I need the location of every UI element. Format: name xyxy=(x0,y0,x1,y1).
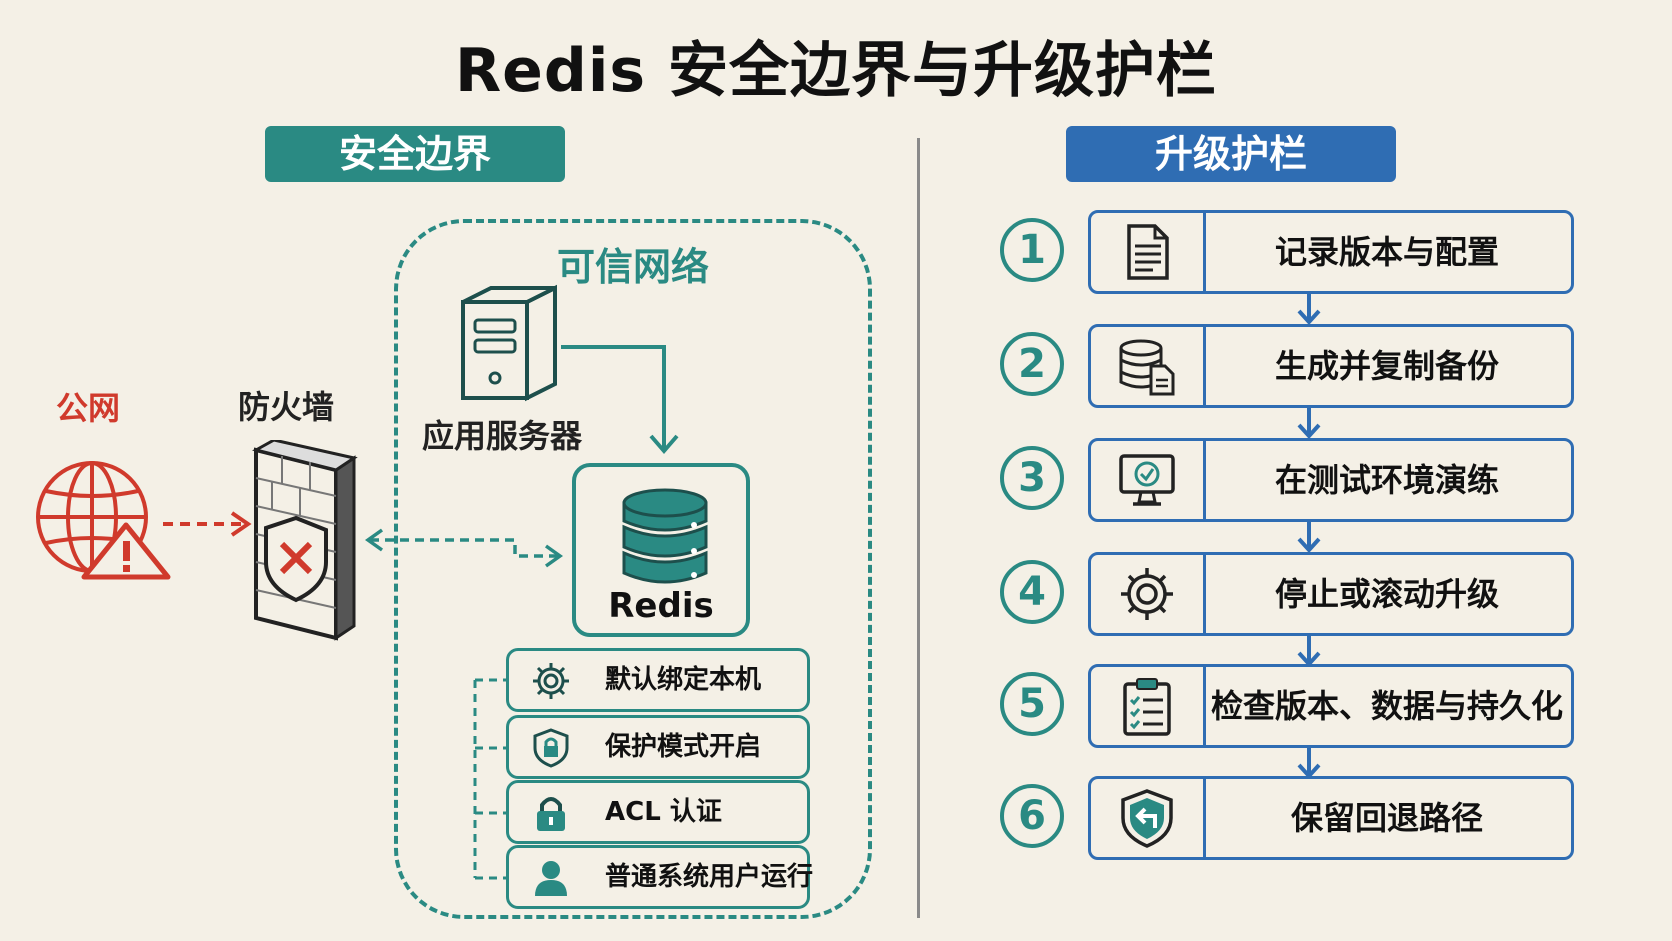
feature-label: 普通系统用户运行 xyxy=(605,862,814,892)
shield-rollback-icon xyxy=(1121,789,1173,848)
app-server-label: 应用服务器 xyxy=(422,417,583,455)
trusted-network-label: 可信网络 xyxy=(556,245,709,289)
step-label: 检查版本、数据与持久化 xyxy=(1210,687,1563,725)
checklist-icon xyxy=(1123,678,1171,736)
page-title: Redis 安全边界与升级护栏 xyxy=(454,36,1217,106)
trusted-network-boundary xyxy=(394,219,872,919)
database-backup-icon xyxy=(1119,339,1175,396)
gear-icon xyxy=(533,663,569,699)
redis-node xyxy=(572,463,750,637)
feature-protected-mode: 保护模式开启 xyxy=(506,715,810,779)
upgrade-guardrail-header: 升级护栏 xyxy=(1066,126,1396,182)
step-rolling-upgrade: 停止或滚动升级 xyxy=(1088,552,1574,636)
step-test-rehearsal: 在测试环境演练 xyxy=(1088,438,1574,522)
feature-bind-localhost: 默认绑定本机 xyxy=(506,648,810,712)
public-internet-label: 公网 xyxy=(56,389,121,427)
firewall-label: 防火墙 xyxy=(238,388,335,426)
feature-acl-auth: ACL 认证 xyxy=(506,780,810,844)
public-to-firewall-arrow xyxy=(163,511,252,537)
step-number: 4 xyxy=(1000,560,1064,624)
firewall-redis-arrow xyxy=(364,528,564,568)
step-number: 2 xyxy=(1000,332,1064,396)
step-number: 6 xyxy=(1000,784,1064,848)
redis-label: Redis xyxy=(608,586,714,626)
feature-normal-user: 普通系统用户运行 xyxy=(506,845,814,909)
globe-warning-icon xyxy=(36,461,171,580)
feature-label: ACL 认证 xyxy=(605,797,722,827)
step-backup: 生成并复制备份 xyxy=(1088,324,1574,408)
app-to-redis-arrow xyxy=(561,345,679,455)
shield-lock-icon xyxy=(533,728,569,768)
firewall-icon xyxy=(252,440,358,641)
gear-icon xyxy=(1121,568,1173,620)
step-label: 生成并复制备份 xyxy=(1274,347,1499,385)
step-record-config: 记录版本与配置 xyxy=(1088,210,1574,294)
section-divider xyxy=(917,138,920,918)
step-label: 停止或滚动升级 xyxy=(1274,575,1499,613)
feature-label: 保护模式开启 xyxy=(605,732,762,762)
step-label: 在测试环境演练 xyxy=(1274,461,1499,499)
feature-label: 默认绑定本机 xyxy=(605,665,762,695)
security-boundary-header: 安全边界 xyxy=(265,126,565,182)
step-number: 1 xyxy=(1000,218,1064,282)
database-icon xyxy=(622,488,708,584)
step-label: 保留回退路径 xyxy=(1290,799,1483,837)
feature-bracket xyxy=(473,678,506,880)
lock-icon xyxy=(537,797,565,831)
step-number: 5 xyxy=(1000,672,1064,736)
step-label: 记录版本与配置 xyxy=(1274,233,1499,271)
step-number: 3 xyxy=(1000,446,1064,510)
monitor-check-icon xyxy=(1119,454,1175,506)
server-icon xyxy=(461,284,557,402)
document-icon xyxy=(1127,224,1169,280)
step-rollback: 保留回退路径 xyxy=(1088,776,1574,860)
step-verify: 检查版本、数据与持久化 xyxy=(1088,664,1574,748)
user-icon xyxy=(535,861,567,896)
